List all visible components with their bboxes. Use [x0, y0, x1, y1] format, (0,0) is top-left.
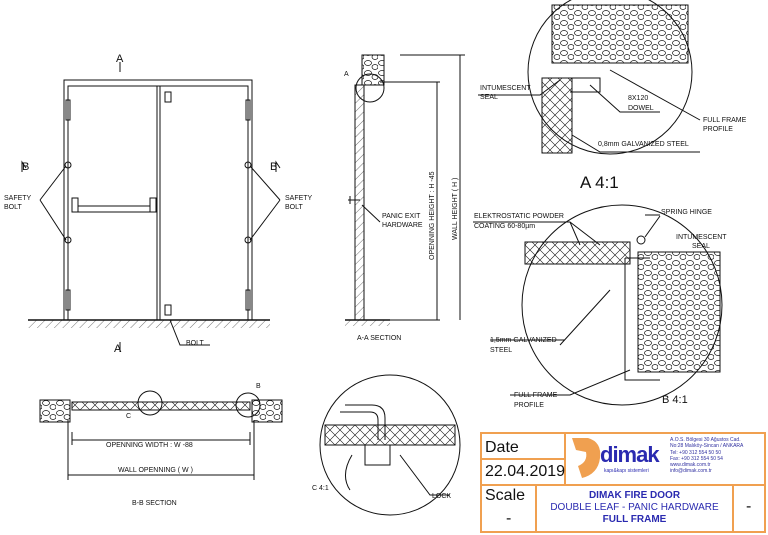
section-bb: C B OPENNING WIDTH : W -88 WALL OPENNING…: [39, 383, 283, 507]
logo-text: dimak: [600, 442, 660, 467]
fax: Fax: +90 312 554 50 54: [670, 455, 723, 462]
a-intumescent-label: INTUMESCENT: [480, 85, 531, 92]
title-line-2: DOUBLE LEAF - PANIC HARDWARE: [550, 502, 719, 513]
b-steel-label-2: STEEL: [490, 347, 512, 354]
detail-c-title: C 4:1: [312, 485, 329, 492]
a-frame-label-2: PROFILE: [703, 126, 733, 133]
date-value: 22.04.2019: [485, 463, 566, 480]
a-steel-label: 0,8mm GALVANIZED STEEL: [598, 141, 689, 148]
company-address: A.O.S. Bölgesi 30 Ağustos Cad. No:28 Mal…: [670, 437, 743, 475]
detail-c: C 4:1 LOCK: [312, 374, 461, 516]
website: www.dimak.com.tr: [670, 462, 711, 469]
title-block: Date 22.04.2019 Scale - dimak kapı&kapı …: [480, 432, 766, 533]
b-intumescent-label-2: SEAL: [692, 243, 710, 250]
lock-label: LOCK: [432, 493, 451, 500]
detail-c-mark: C: [126, 413, 131, 420]
coating-label: ELEKTROSTATIC POWDER: [474, 213, 564, 220]
wall-height-dim: WALL HEIGHT ( H ): [452, 178, 459, 240]
b-frame-label-2: PROFILE: [514, 402, 544, 409]
a-intumescent-label-2: SEAL: [480, 94, 498, 101]
opening-height-dim: OPENNING HEIGHT : H -45: [429, 171, 436, 260]
logo-mark: [572, 438, 601, 478]
title-divider: [537, 484, 766, 533]
dowel-label: 8X120: [628, 95, 648, 102]
detail-a-title: A 4:1: [580, 173, 619, 192]
section-aa: A PANIC EXIT HARDWARE OPENNING HEIGHT : …: [344, 54, 465, 342]
detail-a-mark: A: [344, 71, 349, 78]
panic-exit-label: PANIC EXIT: [382, 213, 421, 220]
opening-width-dim: OPENNING WIDTH : W -88: [106, 442, 193, 449]
detail-a: INTUMESCENT SEAL 8X120 DOWEL FULL FRAME …: [478, 0, 747, 192]
b-intumescent-label: INTUMESCENT: [676, 234, 727, 241]
safety-bolt-label-left-2: BOLT: [4, 204, 22, 211]
phone: Tel: +90 312 554 50 50: [670, 449, 722, 456]
scale-label: Scale: [485, 487, 526, 504]
date-cell: 22.04.2019: [482, 460, 566, 484]
bolt-label: BOLT: [186, 340, 204, 347]
logo: dimak kapı&kapı sistemleri: [570, 436, 666, 480]
section-mark-b-left: B: [22, 161, 29, 173]
sheet-value: -: [746, 498, 752, 515]
safety-bolt-label-left: SAFETY: [4, 195, 32, 202]
date-label-cell: Date: [482, 434, 566, 460]
email: info@dimak.com.tr: [670, 468, 712, 475]
b-frame-label: FULL FRAME: [514, 392, 558, 399]
date-label: Date: [485, 439, 519, 456]
address-line: No:28 Malıköy-Sincan / ANKARA: [670, 443, 744, 450]
door-elevation: A A B B SAFETY BOLT SAFETY BOLT BOLT: [4, 53, 313, 355]
section-mark-a-bottom: A: [114, 343, 122, 355]
detail-b-mark: B: [256, 383, 261, 390]
section-aa-title: A-A SECTION: [357, 335, 401, 342]
sheet-cell: -: [732, 484, 766, 533]
detail-b: ELEKTROSTATIC POWDER COATING 60-80µm SPR…: [473, 204, 727, 409]
panic-exit-label-2: HARDWARE: [382, 222, 423, 229]
logo-subtext: kapı&kapı sistemleri: [604, 468, 649, 474]
scale-value: -: [506, 510, 512, 527]
drawing-title: DIMAK FIRE DOOR DOUBLE LEAF - PANIC HARD…: [537, 486, 732, 533]
section-bb-title: B-B SECTION: [132, 500, 177, 507]
scale-cell: Scale -: [482, 484, 537, 533]
dowel-label-2: DOWEL: [628, 105, 654, 112]
a-frame-label: FULL FRAME: [703, 117, 747, 124]
b-steel-label: 1,5mm GALVANIZED: [490, 337, 557, 344]
section-mark-b-right: B: [270, 161, 277, 173]
address-line: A.O.S. Bölgesi 30 Ağustos Cad.: [670, 437, 741, 443]
spring-hinge-label: SPRING HINGE: [661, 209, 712, 216]
coating-label-2: COATING 60-80µm: [474, 223, 535, 230]
detail-b-title: B 4:1: [662, 394, 688, 406]
safety-bolt-label-right-2: BOLT: [285, 204, 303, 211]
title-line-3: FULL FRAME: [602, 514, 667, 525]
title-line-1: DIMAK FIRE DOOR: [588, 490, 681, 501]
section-mark-a-top: A: [116, 53, 124, 65]
safety-bolt-label-right: SAFETY: [285, 195, 313, 202]
wall-opening-dim: WALL OPENNING ( W ): [118, 467, 193, 474]
